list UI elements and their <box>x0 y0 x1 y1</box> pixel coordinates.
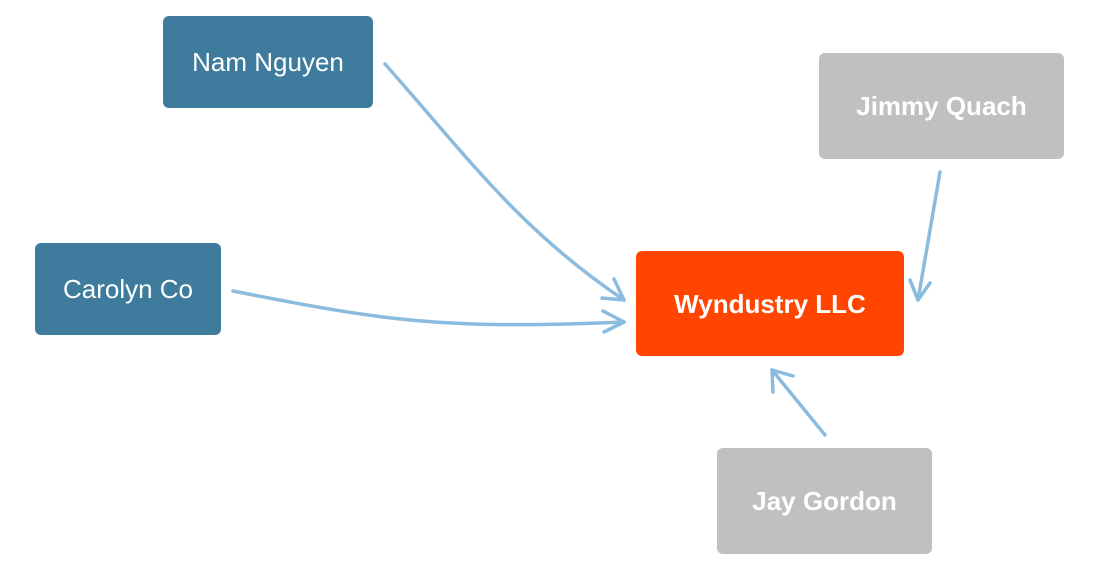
edge-nam-to-wyndustry <box>383 62 626 302</box>
edge-jay-arrowhead <box>770 368 795 394</box>
edge-jimmy-arrowhead <box>908 278 932 302</box>
node-label: Nam Nguyen <box>192 47 344 77</box>
edge-carolyn-arrowhead <box>601 309 626 334</box>
node-label: Wyndustry LLC <box>674 288 866 319</box>
edge-nam-arrowhead <box>600 277 626 302</box>
edge-carolyn-to-wyndustry <box>231 289 626 327</box>
edge-jimmy-to-wyndustry <box>916 170 942 302</box>
node-wyndustry-llc[interactable]: Wyndustry LLC <box>636 251 904 356</box>
node-label: Carolyn Co <box>62 274 194 304</box>
node-label: Jimmy Quach <box>856 91 1027 121</box>
node-label: Jay Gordon <box>752 486 897 516</box>
edge-jay-to-wyndustry <box>770 368 827 437</box>
node-carolyn-co[interactable]: Carolyn Co <box>35 243 221 335</box>
node-jay-gordon[interactable]: Jay Gordon <box>717 448 932 554</box>
node-jimmy-quach[interactable]: Jimmy Quach <box>819 53 1064 159</box>
node-nam-nguyen[interactable]: Nam Nguyen <box>163 16 373 108</box>
